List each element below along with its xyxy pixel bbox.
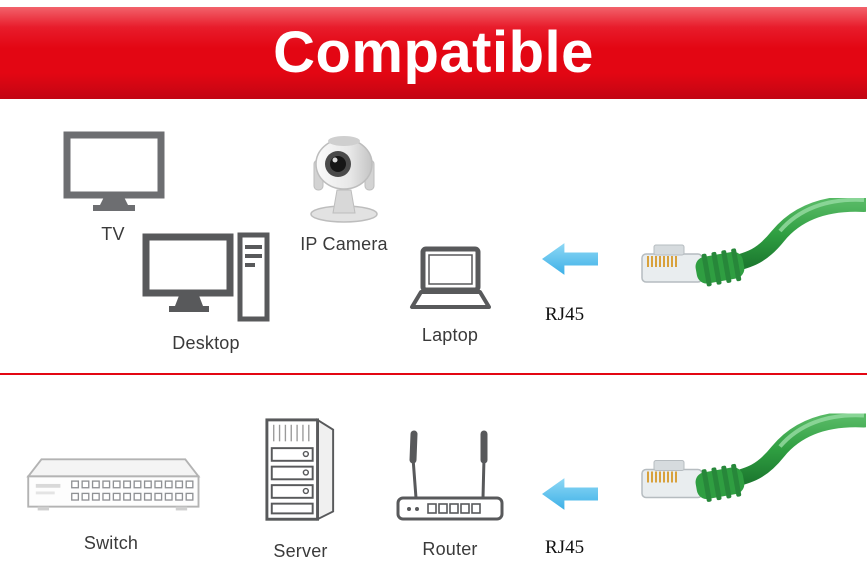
banner-title: Compatible xyxy=(273,20,594,85)
tv-icon xyxy=(63,131,164,211)
device-tv: TV xyxy=(58,130,168,245)
device-laptop: Laptop xyxy=(405,246,495,346)
rj45-cable-image xyxy=(626,412,866,550)
device-router: Router xyxy=(394,424,506,560)
router-icon xyxy=(396,430,504,521)
banner: Compatible xyxy=(0,7,867,99)
arrow-left-icon xyxy=(542,242,598,276)
device-label: Router xyxy=(422,539,478,559)
device-label: TV xyxy=(101,224,125,244)
device-label: Switch xyxy=(83,533,139,553)
laptop-icon xyxy=(410,246,491,309)
device-ip-camera: IP Camera xyxy=(296,124,392,255)
switch-icon xyxy=(26,458,201,511)
device-server: Server xyxy=(258,416,343,562)
rj45-label: RJ45 xyxy=(545,537,585,558)
device-label: Server xyxy=(273,541,328,561)
device-label: IP Camera xyxy=(300,234,388,254)
rj45-cable-image xyxy=(626,198,866,333)
device-label: Desktop xyxy=(172,333,240,353)
ip-camera-icon xyxy=(310,136,378,223)
server-icon xyxy=(265,418,335,521)
divider-line xyxy=(0,373,867,375)
device-switch: Switch xyxy=(18,448,204,554)
arrow-left-icon xyxy=(542,477,598,511)
rj45-label: RJ45 xyxy=(545,304,585,325)
device-label: Laptop xyxy=(421,325,479,345)
device-desktop: Desktop xyxy=(140,231,272,354)
desktop-icon xyxy=(142,232,270,322)
